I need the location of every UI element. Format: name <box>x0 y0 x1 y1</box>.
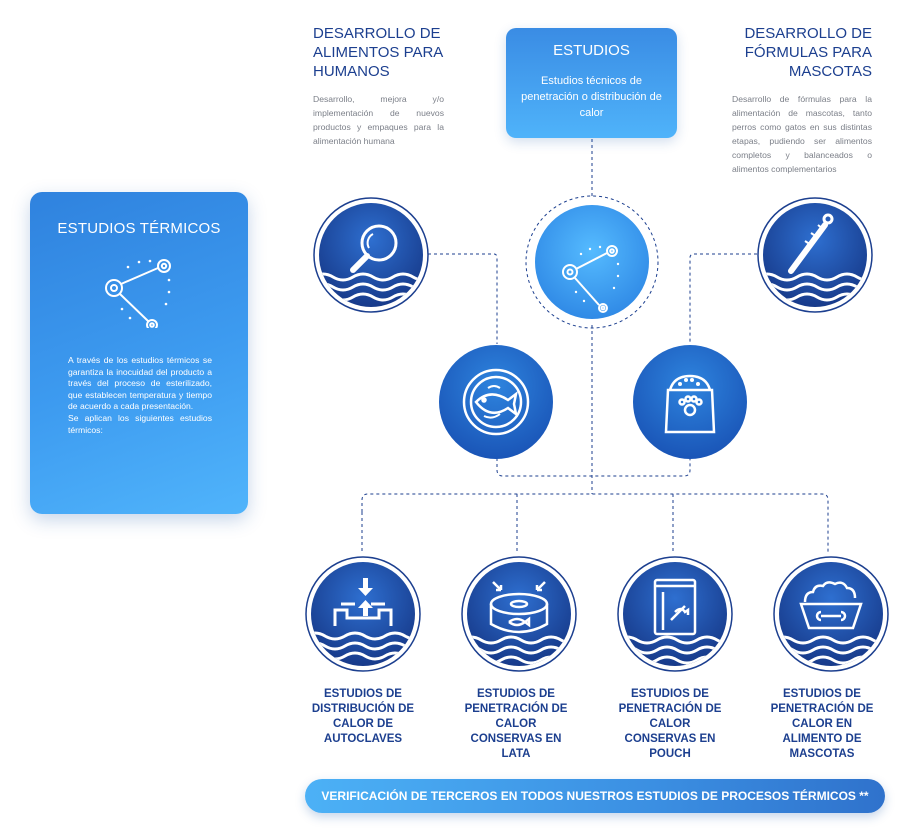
thermal-studies-list-intro: Se aplican los siguientes estudios térmi… <box>68 412 212 435</box>
pet-bowl-icon <box>773 556 889 672</box>
studies-text: Estudios técnicos de penetración o distr… <box>521 75 662 119</box>
pouch-study-label: ESTUDIOS DE PENETRACIÓN DE CALOR CONSERV… <box>618 688 722 760</box>
thermometer-icon <box>757 197 873 313</box>
human-food-heading: DESARROLLO DE ALIMENTOS PARA HUMANOS <box>313 25 443 80</box>
thermal-study-graph-icon <box>102 254 176 333</box>
fish-plate-icon <box>439 345 553 459</box>
pouch-icon <box>617 556 733 672</box>
study-graph-icon <box>535 205 649 319</box>
pet-food-bag-icon <box>633 345 747 459</box>
pet-food-study-label: ESTUDIOS DE PENETRACIÓN DE CALOR EN ALIM… <box>770 688 874 760</box>
autoclave-study-label: ESTUDIOS DE DISTRIBUCIÓN DE CALOR DE AUT… <box>311 688 415 745</box>
verification-banner: VERIFICACIÓN DE TERCEROS EN TODOS NUESTR… <box>305 779 885 813</box>
thermal-studies-title: ESTUDIOS TÉRMICOS <box>57 220 221 237</box>
thermal-studies-paragraph: A través de los estudios térmicos se gar… <box>68 355 212 412</box>
pet-formula-text: Desarrollo de fórmulas para la alimentac… <box>732 94 872 174</box>
can-study-label: ESTUDIOS DE PENETRACIÓN DE CALOR CONSERV… <box>464 688 568 760</box>
studies-card: ESTUDIOS Estudios técnicos de penetració… <box>506 28 677 138</box>
thermal-studies-card: ESTUDIOS TÉRMICOS A través de los estudi… <box>30 192 248 514</box>
human-food-text: Desarrollo, mejora y/o implementación de… <box>313 94 444 146</box>
autoclave-icon <box>305 556 421 672</box>
can-icon <box>461 556 577 672</box>
magnifier-icon <box>313 197 429 313</box>
pet-formula-heading: DESARROLLO DE FÓRMULAS PARA MASCOTAS <box>744 25 872 80</box>
thermal-studies-text: A través de los estudios térmicos se gar… <box>68 355 212 436</box>
studies-title: ESTUDIOS <box>553 42 630 59</box>
